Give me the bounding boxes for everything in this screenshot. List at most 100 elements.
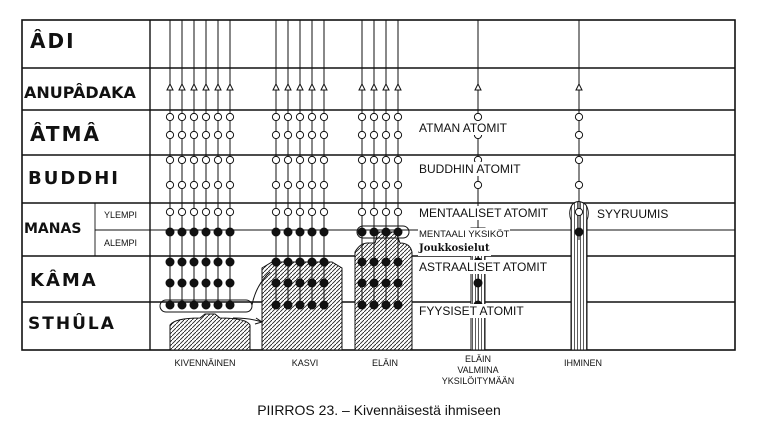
higher-atom <box>574 130 584 140</box>
manas-lower-label: ALEMPI <box>104 238 138 248</box>
higher-atom <box>201 207 211 217</box>
anupadaka-atom <box>358 82 366 91</box>
anupadaka-atom <box>190 82 198 91</box>
higher-atom <box>271 130 281 140</box>
lower-atom <box>213 257 223 267</box>
higher-atom <box>393 180 403 190</box>
higher-atom <box>357 112 367 122</box>
lower-atom <box>393 227 403 237</box>
lower-atom <box>381 227 391 237</box>
higher-atom <box>295 180 305 190</box>
lower-atom <box>177 227 187 237</box>
anupadaka-atom <box>394 82 402 91</box>
higher-atom <box>319 155 329 165</box>
higher-atom <box>271 155 281 165</box>
higher-atom <box>225 130 235 140</box>
higher-atom <box>357 130 367 140</box>
lower-atom <box>369 278 379 288</box>
lower-atom <box>177 300 187 310</box>
lower-atom <box>307 300 317 310</box>
higher-atom <box>271 207 281 217</box>
higher-atom <box>319 112 329 122</box>
higher-atom <box>225 112 235 122</box>
lower-atom <box>271 257 281 267</box>
higher-atom <box>165 207 175 217</box>
anupadaka-atom <box>214 82 222 91</box>
higher-atom <box>393 155 403 165</box>
higher-atom <box>213 155 223 165</box>
lower-atom <box>189 257 199 267</box>
anupadaka-atom <box>226 82 234 91</box>
lower-atom <box>213 227 223 237</box>
higher-atom <box>369 180 379 190</box>
plane-label-manas: MANAS <box>24 221 82 237</box>
higher-atom <box>201 155 211 165</box>
lower-atom <box>271 278 281 288</box>
higher-atom <box>393 207 403 217</box>
plane-label-atma: ÂTMÂ <box>30 122 101 146</box>
lower-atom <box>307 278 317 288</box>
lower-atom <box>369 257 379 267</box>
higher-atom <box>295 207 305 217</box>
higher-atom <box>319 130 329 140</box>
lower-atom <box>177 257 187 267</box>
higher-atom <box>574 207 584 217</box>
higher-atom <box>177 112 187 122</box>
higher-atom <box>225 180 235 190</box>
anupadaka-atom <box>370 82 378 91</box>
higher-atom <box>201 112 211 122</box>
lower-atom <box>283 257 293 267</box>
lower-atom <box>165 257 175 267</box>
higher-atom <box>213 130 223 140</box>
lower-atom <box>295 227 305 237</box>
higher-atom <box>473 180 483 190</box>
evolution-arrow <box>232 317 263 323</box>
higher-atom <box>189 112 199 122</box>
lower-atom <box>295 257 305 267</box>
higher-atom <box>213 207 223 217</box>
lower-atom <box>319 227 329 237</box>
evolution-arrow <box>251 271 271 306</box>
higher-atom <box>225 155 235 165</box>
lower-atom <box>165 300 175 310</box>
higher-atom <box>189 207 199 217</box>
astral-atoms-label: ASTRAALISET ATOMIT <box>418 260 549 274</box>
plane-label-buddhi: BUDDHI <box>28 168 120 189</box>
higher-atom <box>201 130 211 140</box>
evolution-arrow-head <box>254 317 264 325</box>
lower-atom <box>225 300 235 310</box>
higher-atom <box>165 155 175 165</box>
lower-atom <box>283 300 293 310</box>
column-caption-plant: KASVI <box>291 358 319 368</box>
higher-atom <box>574 180 584 190</box>
lower-atom <box>369 300 379 310</box>
lower-atom <box>271 300 281 310</box>
lower-atom <box>319 300 329 310</box>
group-souls-label: Joukkosielut <box>418 242 491 256</box>
higher-atom <box>295 112 305 122</box>
anupadaka-atom <box>382 82 390 91</box>
lower-atom <box>307 257 317 267</box>
higher-atom <box>177 180 187 190</box>
column-caption-animal: ELÄIN <box>371 358 398 368</box>
animal-body-mass <box>354 231 413 351</box>
higher-atom <box>307 155 317 165</box>
higher-atom <box>357 180 367 190</box>
anupadaka-atom <box>308 82 316 91</box>
lower-atom <box>201 300 211 310</box>
lower-atom <box>201 257 211 267</box>
causal-body-label: SYYRUUMIS <box>596 207 670 221</box>
hatched-masses <box>159 201 589 351</box>
higher-atom <box>283 207 293 217</box>
anupadaka-atom <box>272 82 280 91</box>
lower-atom <box>189 278 199 288</box>
higher-atom <box>271 180 281 190</box>
anupadaka-atom <box>178 82 186 91</box>
lower-atom <box>295 278 305 288</box>
lower-atom <box>283 278 293 288</box>
lower-atom <box>177 278 187 288</box>
figure-caption: PIIRROS 23. – Kivennäisestä ihmiseen <box>257 402 501 418</box>
higher-atom <box>177 155 187 165</box>
plane-label-adi: ÂDI <box>30 29 76 53</box>
anupadaka-atom <box>575 82 583 91</box>
